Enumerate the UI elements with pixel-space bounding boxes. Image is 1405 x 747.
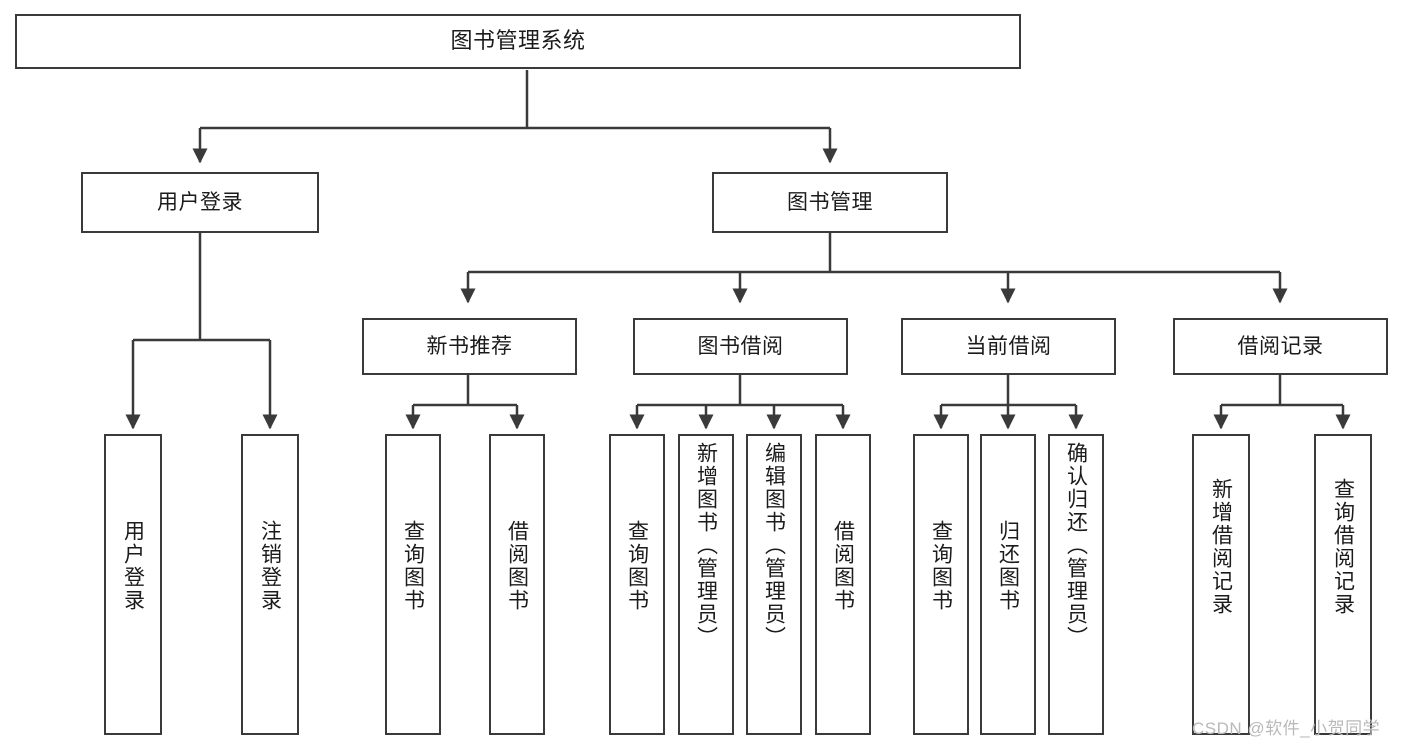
node-leaf-query-record-label: 查询借阅记录: [1331, 478, 1355, 616]
node-root-label: 图书管理系统: [450, 28, 586, 54]
node-leaf-borrow-book-1[interactable]: 借阅图书: [489, 434, 545, 735]
node-leaf-query-book-2[interactable]: 查询图书: [609, 434, 665, 735]
node-leaf-borrow-book-2[interactable]: 借阅图书: [815, 434, 871, 735]
node-leaf-query-book-3[interactable]: 查询图书: [913, 434, 969, 735]
node-leaf-user-login[interactable]: 用户登录: [104, 434, 162, 735]
node-leaf-confirm-return[interactable]: 确认归还（管理员）: [1048, 434, 1104, 735]
node-leaf-return-book-label: 归还图书: [996, 520, 1020, 612]
node-leaf-add-book[interactable]: 新增图书（管理员）: [678, 434, 734, 735]
node-leaf-borrow-book-2-label: 借阅图书: [831, 520, 855, 612]
node-leaf-query-book-3-label: 查询图书: [929, 520, 953, 612]
node-user-login-label: 用户登录: [157, 190, 243, 214]
node-user-login[interactable]: 用户登录: [81, 172, 319, 233]
node-leaf-edit-book-label: 编辑图书（管理员）: [762, 442, 786, 649]
watermark-credit: CSDN @软件_小贺同学: [1192, 719, 1381, 738]
node-leaf-confirm-return-label: 确认归还（管理员）: [1064, 442, 1088, 649]
node-root[interactable]: 图书管理系统: [15, 14, 1021, 69]
node-leaf-query-book-2-label: 查询图书: [625, 520, 649, 612]
node-leaf-logout[interactable]: 注销登录: [241, 434, 299, 735]
node-leaf-borrow-book-1-label: 借阅图书: [505, 520, 529, 612]
node-book-borrow-label: 图书借阅: [697, 334, 784, 358]
node-leaf-query-record[interactable]: 查询借阅记录: [1314, 434, 1372, 735]
node-borrow-record[interactable]: 借阅记录: [1173, 318, 1388, 375]
node-borrow-record-label: 借阅记录: [1237, 334, 1324, 358]
node-leaf-query-book-1[interactable]: 查询图书: [385, 434, 441, 735]
node-leaf-user-login-label: 用户登录: [121, 520, 145, 612]
node-current-borrow-label: 当前借阅: [965, 334, 1052, 358]
node-book-management-label: 图书管理: [787, 190, 873, 214]
node-leaf-add-book-label: 新增图书（管理员）: [694, 442, 718, 649]
node-leaf-return-book[interactable]: 归还图书: [980, 434, 1036, 735]
node-leaf-add-record[interactable]: 新增借阅记录: [1192, 434, 1250, 735]
node-leaf-logout-label: 注销登录: [258, 520, 282, 612]
node-leaf-edit-book[interactable]: 编辑图书（管理员）: [746, 434, 802, 735]
node-book-borrow[interactable]: 图书借阅: [633, 318, 848, 375]
node-current-borrow[interactable]: 当前借阅: [901, 318, 1116, 375]
node-new-book-recommend-label: 新书推荐: [426, 334, 513, 358]
node-leaf-add-record-label: 新增借阅记录: [1209, 478, 1233, 616]
node-new-book-recommend[interactable]: 新书推荐: [362, 318, 577, 375]
node-leaf-query-book-1-label: 查询图书: [401, 520, 425, 612]
node-book-management[interactable]: 图书管理: [712, 172, 948, 233]
